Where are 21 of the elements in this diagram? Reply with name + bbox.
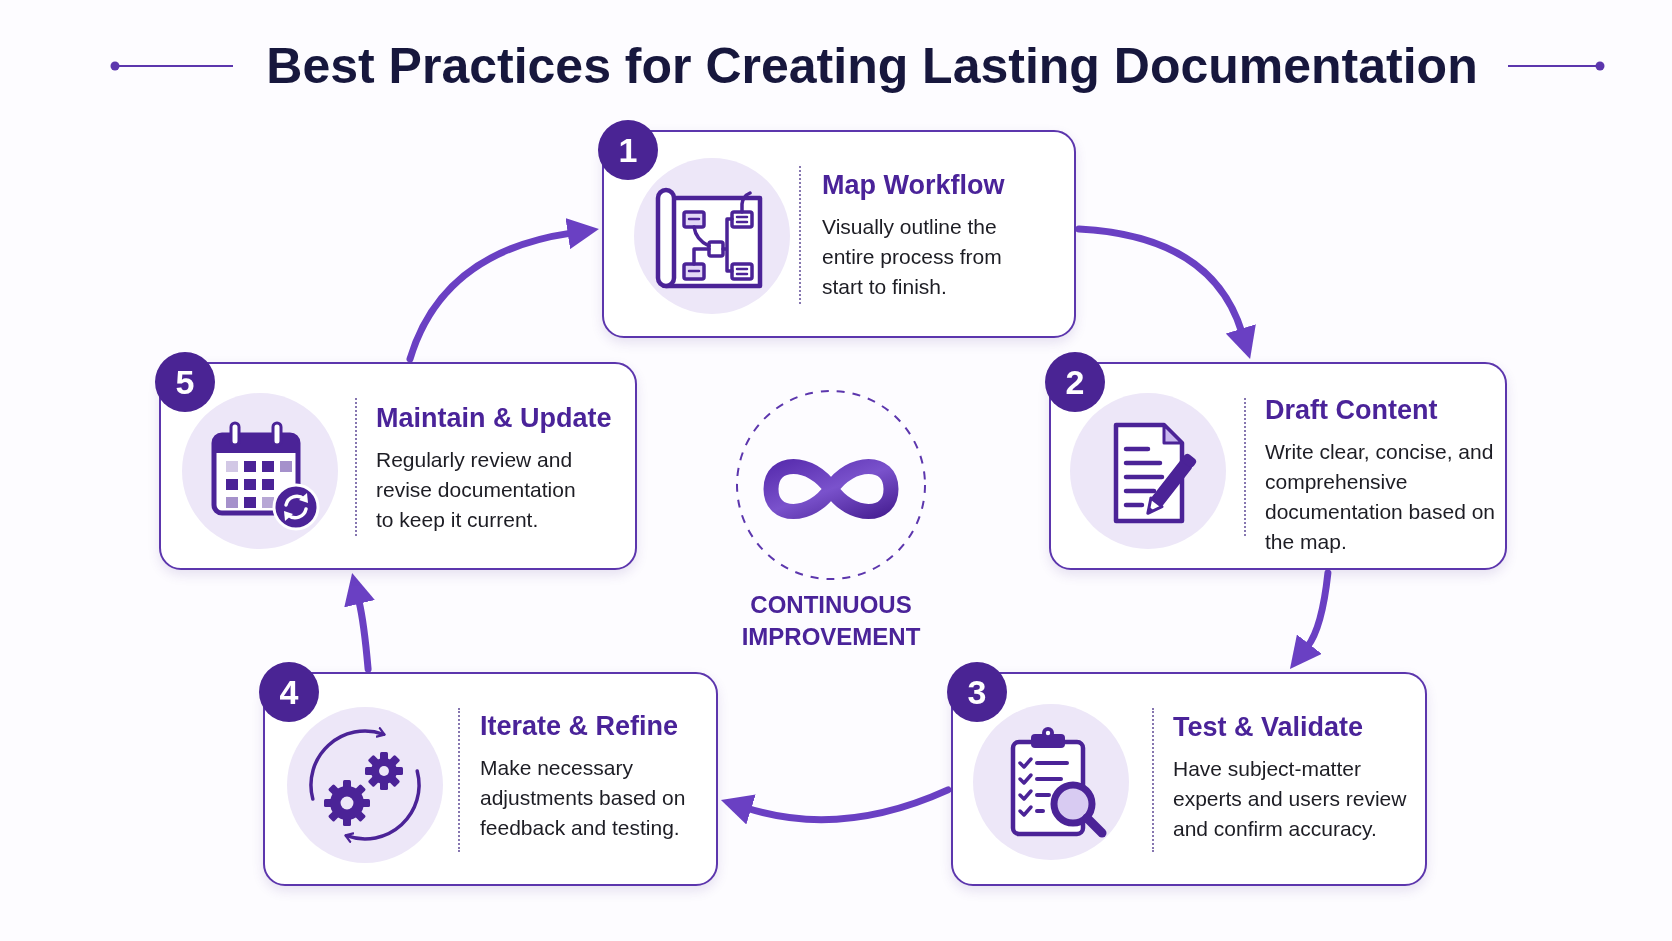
step-heading: Map Workflow	[822, 169, 1005, 202]
diagram-title: Best Practices for Creating Lasting Documentation	[266, 37, 1478, 96]
flow-arrow	[1075, 225, 1256, 359]
step-heading: Draft Content	[1265, 394, 1438, 427]
step-number-badge: 2	[1045, 352, 1105, 412]
step-description: Regularly review and revise documentation to keep it current.	[376, 447, 577, 533]
step-number-badge: 5	[155, 352, 215, 412]
step-heading: Iterate & Refine	[480, 710, 679, 743]
step-description: Make necessary adjustments based on feedback and testing.	[480, 755, 687, 841]
step-description: Have subject-matter experts and users review and confirm accuracy.	[1173, 756, 1408, 842]
flow-arrow	[720, 786, 952, 825]
step-description: Write clear, concise, and comprehensive documentation based on the map.	[1265, 439, 1496, 555]
step-number-badge: 3	[947, 662, 1007, 722]
step-heading: Test & Validate	[1173, 711, 1364, 744]
step-number-badge: 1	[598, 120, 658, 180]
flow-arrow	[1291, 569, 1332, 670]
step-description: Visually outline the entire process from start to finish.	[822, 214, 1003, 300]
step-heading: Maintain & Update	[376, 402, 612, 435]
step-number-badge: 4	[259, 662, 319, 722]
flow-arrow	[344, 572, 375, 673]
hub-label: CONTINUOUS IMPROVEMENT	[741, 590, 921, 652]
